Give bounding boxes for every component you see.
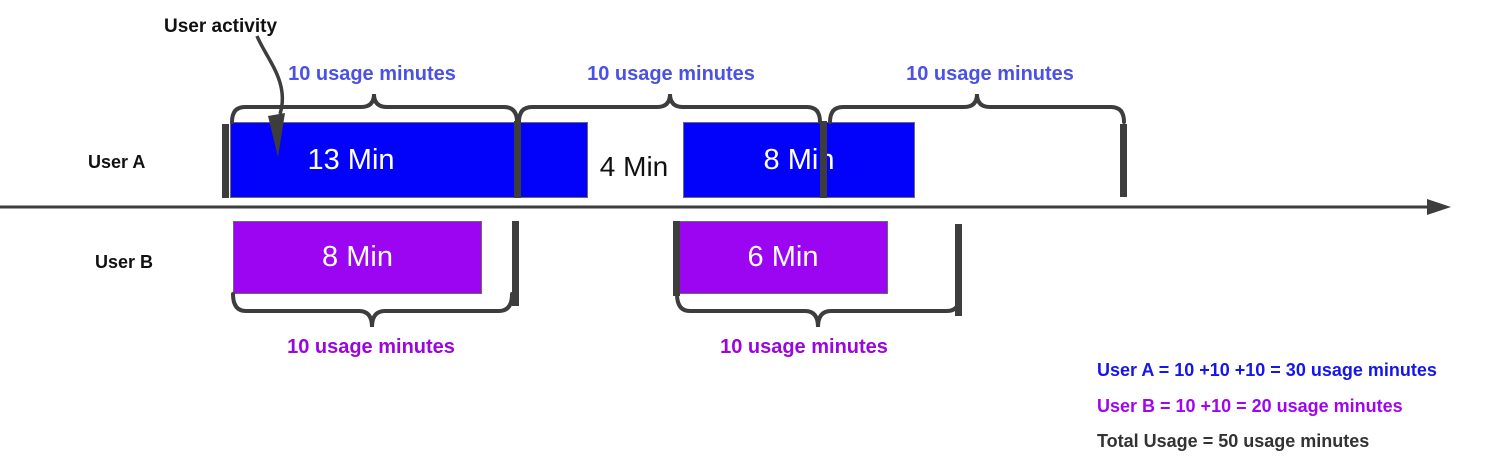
user-a-bar-13min: 13 Min <box>230 122 588 198</box>
summary-user-a: User A = 10 +10 +10 = 30 usage minutes <box>1097 360 1437 380</box>
brace-user-b-window-1 <box>231 292 514 328</box>
tick-user-a-end <box>1120 124 1127 197</box>
usage-label-b2: 10 usage minutes <box>720 336 888 358</box>
tick-user-b-boundary-1 <box>512 221 519 306</box>
user-b-bar-6min-label: 6 Min <box>747 241 819 273</box>
user-a-row-label: User A <box>88 152 146 172</box>
usage-label-a1: 10 usage minutes <box>288 63 456 85</box>
brace-user-a-window-1 <box>230 93 519 124</box>
user-b-bar-6min: 6 Min <box>678 221 888 294</box>
user-a-bar-13min-label: 13 Min <box>307 144 395 176</box>
usage-label-a3: 10 usage minutes <box>906 63 1074 85</box>
user-b-bar-8min-label: 8 Min <box>322 241 393 273</box>
summary-user-b: User B = 10 +10 = 20 usage minutes <box>1097 396 1403 416</box>
user-a-bar-8min: 8 Min <box>683 122 915 198</box>
user-a-gap-label: 4 Min <box>599 151 669 182</box>
usage-label-b1: 10 usage minutes <box>287 336 455 358</box>
user-a-bar-8min-label: 8 Min <box>763 143 835 176</box>
brace-user-a-window-3 <box>828 93 1126 124</box>
tick-user-b-end <box>955 224 962 316</box>
timeline-arrowhead-icon <box>1427 199 1451 215</box>
brace-user-b-window-2 <box>675 292 962 328</box>
brace-user-a-window-2 <box>517 93 822 124</box>
user-activity-label: User activity <box>164 16 278 37</box>
summary-total: Total Usage = 50 usage minutes <box>1097 431 1370 451</box>
user-b-row-label: User B <box>95 252 154 272</box>
usage-label-a2: 10 usage minutes <box>587 63 755 85</box>
tick-user-a-start <box>222 124 229 198</box>
user-b-bar-8min: 8 Min <box>233 221 482 294</box>
